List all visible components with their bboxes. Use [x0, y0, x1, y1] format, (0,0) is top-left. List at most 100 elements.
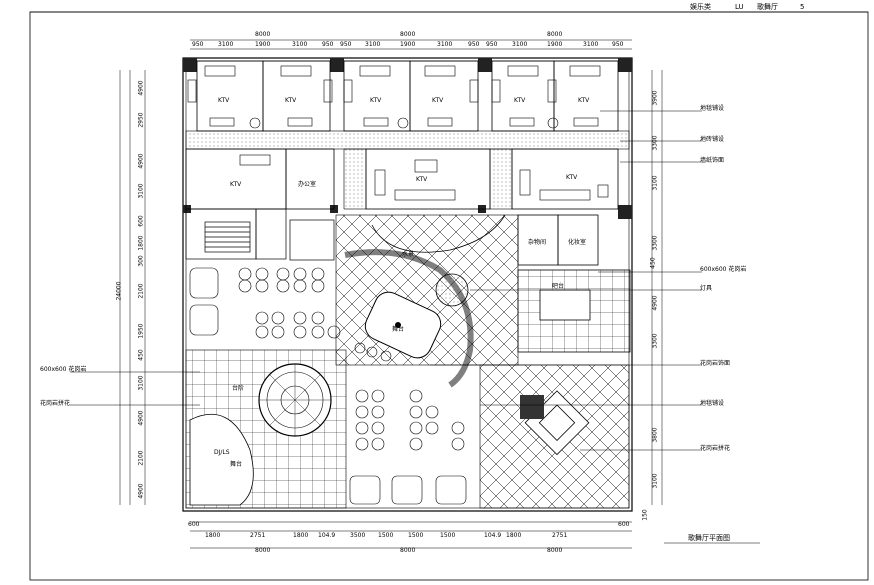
callout-right-3: 墙纸饰面 — [700, 157, 725, 164]
stage — [364, 291, 442, 359]
room-label-office: 办公室 — [298, 181, 317, 188]
dim-bottom-part: 1500 — [378, 532, 394, 539]
dim-top-part: 950 — [192, 41, 204, 48]
title-block-col4: 5 — [800, 3, 805, 11]
dim-left-part: 2100 — [137, 283, 145, 299]
dim-right-part: 150 — [641, 509, 649, 521]
dim-top-part: 1900 — [400, 41, 416, 48]
dim-left-part: 2100 — [137, 450, 145, 466]
corridor — [185, 130, 630, 150]
dim-right-part: 3300 — [651, 135, 659, 151]
room-label-disco: DJ/LS — [214, 449, 230, 456]
callout-right-5: 灯具 — [700, 285, 713, 292]
stairwell — [185, 208, 335, 261]
dim-top-part: 3100 — [437, 41, 453, 48]
dim-top-part: 950 — [322, 41, 334, 48]
seating-lower — [349, 389, 467, 505]
corridor-vertical-left — [343, 148, 367, 210]
dim-top-part: 3100 — [512, 41, 528, 48]
title-block-col3: 歌舞厅 — [757, 3, 778, 11]
dim-top-total-1: 8000 — [255, 31, 271, 38]
dim-top-part: 1900 — [255, 41, 271, 48]
room-label-ktv-7: KTV — [230, 181, 242, 188]
room-label-stage: 舞台 — [392, 326, 405, 333]
dim-left-total: 24000 — [115, 281, 123, 301]
dim-bottom-part: 104.9 — [318, 532, 336, 539]
room-label-platform: 舞台 — [230, 461, 243, 468]
ktv-rooms-middle — [185, 148, 619, 210]
drawing-title: 歌舞厅平面图 — [688, 534, 730, 542]
dim-right-part: 3100 — [651, 175, 659, 191]
dim-left-part: 1800 — [137, 235, 145, 251]
dim-left-part: 4900 — [137, 410, 145, 426]
room-label-storage: 杂物间 — [528, 239, 547, 246]
dim-left-part: 3100 — [137, 183, 145, 199]
dim-left-part: 1950 — [137, 323, 145, 339]
dim-top-part: 3100 — [583, 41, 599, 48]
callout-right-1: 地毯铺设 — [700, 105, 725, 112]
dim-bottom-total-3: 8000 — [547, 547, 563, 554]
dim-top-part: 950 — [612, 41, 624, 48]
dim-left-part: 4900 — [137, 153, 145, 169]
dim-right-part: 4900 — [651, 295, 659, 311]
dim-bottom-part: 1500 — [440, 532, 456, 539]
dim-left-part: 600 — [137, 215, 145, 227]
callout-left-1: 600x600 花岗岩 — [40, 366, 87, 373]
dim-right-part: 3300 — [651, 333, 659, 349]
callout-right-8: 花岗岩拼花 — [700, 445, 731, 452]
service-rooms — [517, 214, 631, 353]
room-label-ktv-5: KTV — [514, 97, 526, 104]
dim-bottom-part: 1500 — [408, 532, 424, 539]
dim-right-part: 3900 — [651, 90, 659, 106]
dim-top-total-3: 8000 — [547, 31, 563, 38]
dim-left-part: 4900 — [137, 80, 145, 96]
dim-top-part: 1900 — [547, 41, 563, 48]
title-block-col2: LU — [735, 3, 744, 11]
ktv-furniture — [187, 65, 601, 129]
corridor-vertical-right — [489, 148, 513, 210]
dim-right-part: 450 — [649, 257, 657, 269]
dim-right-part: 3100 — [651, 473, 659, 489]
dim-bottom-total-2: 8000 — [400, 547, 416, 554]
room-label-landscape: 水景 — [402, 251, 415, 258]
dimension-lines — [119, 39, 663, 549]
room-label-steps: 台阶 — [232, 385, 245, 392]
dim-left-part: 3100 — [137, 375, 145, 391]
dim-top-part: 3100 — [218, 41, 234, 48]
callout-left-2: 花岗岩拼花 — [40, 400, 71, 407]
dim-top-part: 3100 — [365, 41, 381, 48]
dim-bottom-part: 2751 — [552, 532, 568, 539]
dim-bottom-part: 2751 — [250, 532, 266, 539]
dim-bottom-total-1: 8000 — [255, 547, 271, 554]
dim-right-part: 3800 — [651, 427, 659, 443]
dim-bottom-part: 104.9 — [484, 532, 502, 539]
room-label-ktv-4: KTV — [432, 97, 444, 104]
leader-lines — [70, 110, 760, 544]
callout-right-6: 花岗岩饰面 — [700, 360, 731, 367]
callout-right-4: 600x600 花岗岩 — [700, 266, 747, 273]
room-label-ktv-1: KTV — [218, 97, 230, 104]
dim-top-part: 950 — [486, 41, 498, 48]
dim-left-part: 300 — [137, 255, 145, 267]
callout-right-7: 地毯铺设 — [700, 400, 725, 407]
dim-left-part: 450 — [137, 349, 145, 361]
callout-right-2: 地砖铺设 — [700, 136, 725, 143]
room-label-bar: 吧台 — [552, 283, 565, 290]
dim-top-part: 950 — [340, 41, 352, 48]
room-label-ktv-8: KTV — [416, 176, 428, 183]
title-block-col1: 娱乐类 — [690, 3, 711, 11]
dim-bottom-part: 3500 — [350, 532, 366, 539]
room-label-dressing: 化妆室 — [568, 239, 587, 246]
dim-right-part: 3300 — [651, 235, 659, 251]
room-label-ktv-9: KTV — [566, 174, 578, 181]
dim-bottom-part: 1800 — [293, 532, 309, 539]
dim-top-part: 3100 — [292, 41, 308, 48]
dim-left-part: 4900 — [137, 483, 145, 499]
dim-bottom-part: 1800 — [506, 532, 522, 539]
dim-top-part: 950 — [468, 41, 480, 48]
room-label-ktv-2: KTV — [285, 97, 297, 104]
fountain — [435, 273, 469, 307]
room-label-ktv-3: KTV — [370, 97, 382, 104]
dim-top-total-2: 8000 — [400, 31, 416, 38]
